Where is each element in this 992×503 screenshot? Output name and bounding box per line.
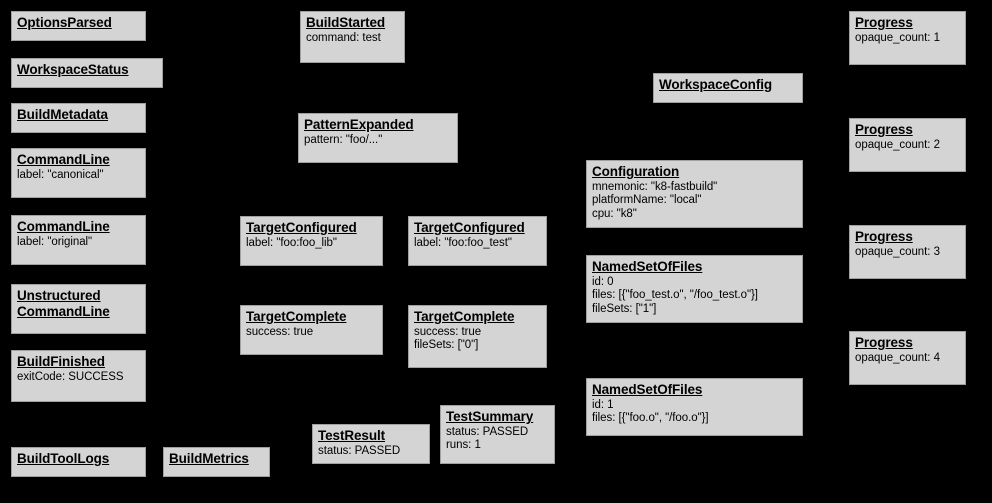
node-build-metadata[interactable]: BuildMetadata <box>11 103 146 133</box>
node-fields: success: true <box>246 325 314 338</box>
node-fields: pattern: "foo/..." <box>304 133 383 146</box>
node-title: CommandLine <box>17 219 110 234</box>
node-options-parsed[interactable]: OptionsParsed <box>11 11 146 41</box>
node-title: TargetComplete <box>246 309 347 324</box>
node-build-tool-logs[interactable]: BuildToolLogs <box>11 447 146 477</box>
node-title: BuildFinished <box>17 354 105 369</box>
node-fields: label: "foo:foo_lib" <box>246 236 337 249</box>
node-title: WorkspaceConfig <box>659 77 773 92</box>
node-title: Configuration <box>592 164 680 179</box>
node-title: TargetConfigured <box>246 220 357 235</box>
node-fields: opaque_count: 3 <box>855 245 940 258</box>
node-fields: id: 0 files: [{"foo_test.o", "/foo_test.… <box>592 275 758 316</box>
node-workspace-status[interactable]: WorkspaceStatus <box>11 58 163 88</box>
node-unstructured-command-line[interactable]: Unstructured CommandLine <box>11 284 146 334</box>
node-fields: mnemonic: "k8-fastbuild" platformName: "… <box>592 180 718 221</box>
node-title: CommandLine <box>17 152 110 167</box>
node-title: Progress <box>855 122 913 137</box>
node-fields: command: test <box>306 31 381 44</box>
node-fields: id: 1 files: [{"foo.o", "/foo.o"}] <box>592 398 709 425</box>
node-title: Progress <box>855 15 913 30</box>
node-fields: status: PASSED runs: 1 <box>446 425 529 452</box>
node-fields: opaque_count: 2 <box>855 138 940 151</box>
node-workspace-config[interactable]: WorkspaceConfig <box>653 73 803 103</box>
node-title: BuildStarted <box>306 15 386 30</box>
node-build-metrics[interactable]: BuildMetrics <box>163 447 270 477</box>
node-title: Unstructured CommandLine <box>17 288 110 319</box>
node-title: OptionsParsed <box>17 15 112 30</box>
node-fields: opaque_count: 4 <box>855 351 940 364</box>
node-title: Progress <box>855 335 913 350</box>
node-fields: label: "foo:foo_test" <box>414 236 512 249</box>
node-fields: opaque_count: 1 <box>855 31 940 44</box>
node-fields: label: "original" <box>17 235 93 248</box>
node-title: NamedSetOfFiles <box>592 382 703 397</box>
node-title: PatternExpanded <box>304 117 414 132</box>
node-title: TargetComplete <box>414 309 515 324</box>
node-title: TestResult <box>318 428 386 443</box>
node-fields: status: PASSED <box>318 444 401 457</box>
node-title: Progress <box>855 229 913 244</box>
node-fields: exitCode: SUCCESS <box>17 370 124 383</box>
node-title: TargetConfigured <box>414 220 525 235</box>
node-title: BuildMetrics <box>169 451 249 466</box>
node-title: TestSummary <box>446 409 534 424</box>
node-title: BuildToolLogs <box>17 451 110 466</box>
node-fields: success: true fileSets: ["0"] <box>414 325 482 352</box>
node-fields: label: "canonical" <box>17 168 104 181</box>
node-title: NamedSetOfFiles <box>592 259 703 274</box>
node-title: WorkspaceStatus <box>17 62 129 77</box>
node-title: BuildMetadata <box>17 107 108 122</box>
